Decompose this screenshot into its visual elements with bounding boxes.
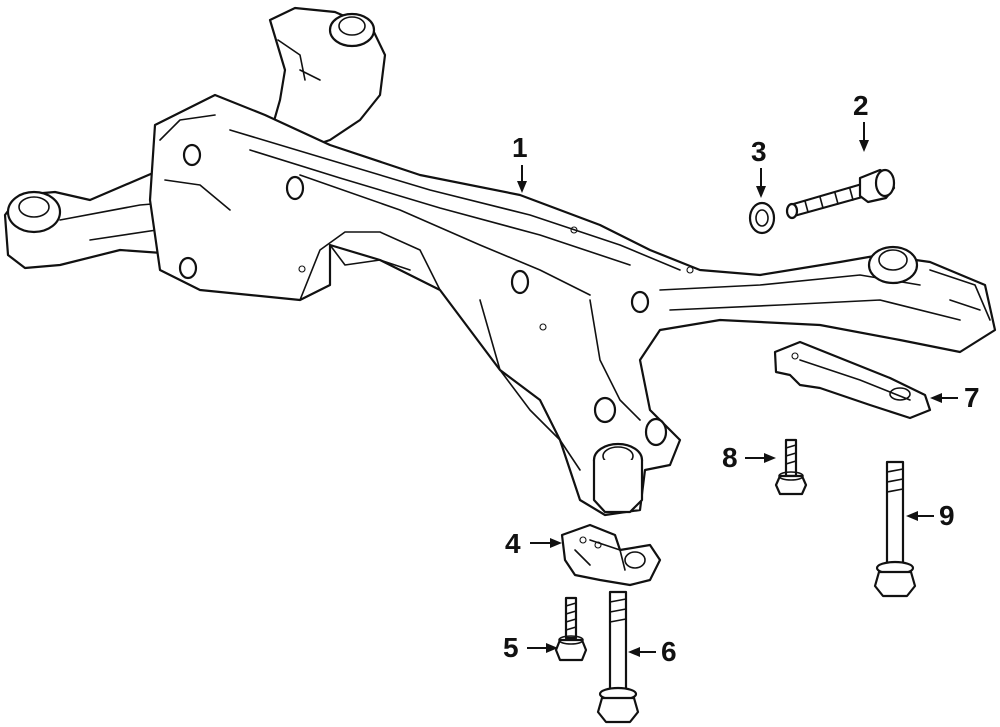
part-7-bracket[interactable] — [773, 340, 932, 420]
leader-line-8 — [745, 453, 776, 463]
part-9-bolt[interactable] — [873, 460, 917, 598]
leader-line-9 — [906, 511, 934, 521]
part-4-bracket[interactable] — [560, 523, 662, 587]
leader-line-2 — [859, 122, 869, 152]
leader-line-3 — [756, 168, 766, 198]
part-1-subframe[interactable] — [3, 6, 997, 517]
callout-5: 5 — [503, 632, 519, 663]
callout-4: 4 — [505, 528, 521, 559]
part-2-bolt[interactable] — [785, 168, 896, 220]
callout-2: 2 — [853, 90, 869, 121]
leader-line-1 — [517, 165, 527, 193]
leader-line-7 — [930, 393, 958, 403]
leader-line-5 — [527, 643, 558, 653]
part-6-bolt[interactable] — [596, 590, 640, 724]
callout-3: 3 — [751, 136, 767, 167]
callout-9: 9 — [939, 500, 955, 531]
callout-6: 6 — [661, 636, 677, 667]
part-8-bolt[interactable] — [774, 438, 808, 496]
callout-7: 7 — [964, 382, 980, 413]
callout-1: 1 — [512, 132, 528, 163]
leader-line-6 — [628, 647, 656, 657]
leader-line-4 — [530, 538, 562, 548]
callout-8: 8 — [722, 442, 738, 473]
part-3-washer[interactable] — [748, 201, 776, 235]
part-5-bolt[interactable] — [554, 596, 588, 662]
